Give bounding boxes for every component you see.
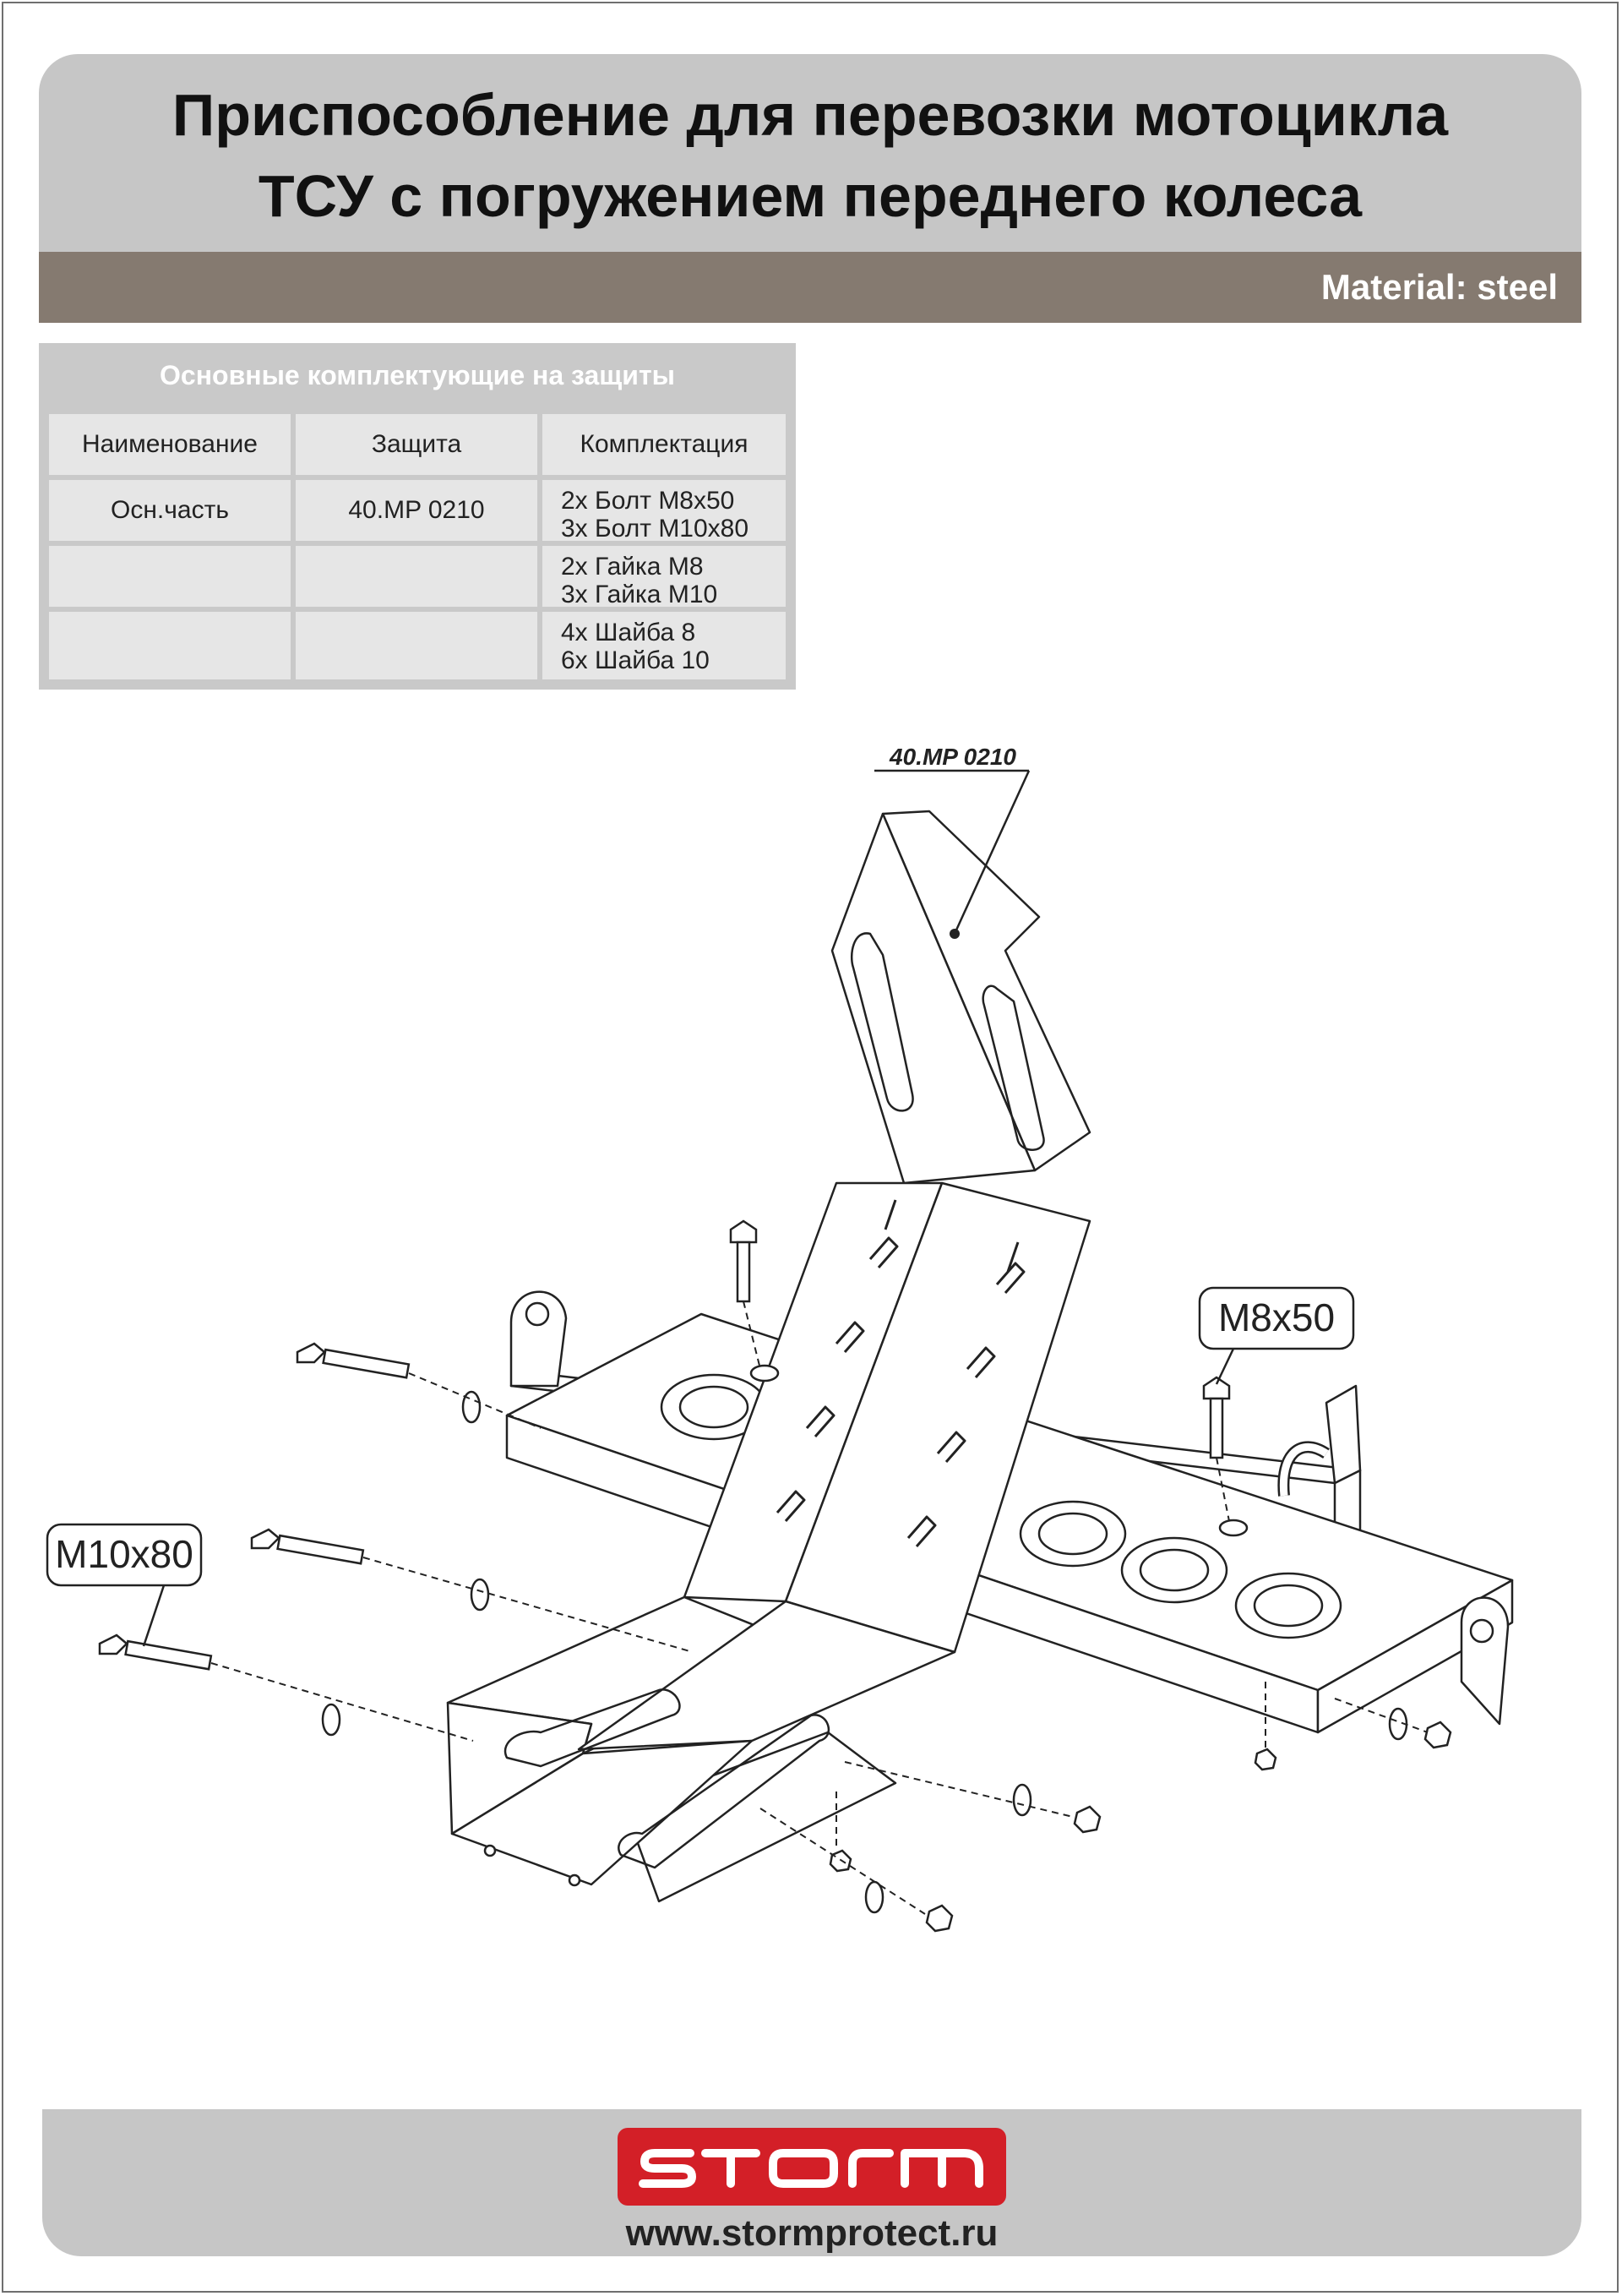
washer-8 <box>749 1364 780 1383</box>
crossbar-hole-4 <box>1234 1572 1342 1639</box>
nut-m10 <box>1423 1721 1452 1749</box>
nut-m10 <box>925 1904 954 1933</box>
kit-table-header-kit: Комплектация <box>542 414 786 475</box>
assembly-lines <box>210 1301 1429 1915</box>
kit-item: 6х Шайба 10 <box>561 646 710 674</box>
kit-table-cell-part <box>296 612 537 679</box>
header-panel <box>39 54 1581 252</box>
kit-table-cell-items: 4х Шайба 8 6х Шайба 10 <box>542 612 786 679</box>
kit-table-cell-name: Осн.часть <box>49 480 291 541</box>
bolt-m8-left <box>729 1219 758 1303</box>
lower-cradle <box>623 1731 897 1903</box>
assembly-drawing: 40.MP 0210 M8x50 M10x80 <box>46 744 1514 1933</box>
title-line-1: Приспособление для перевозки мотоцикла <box>171 82 1449 148</box>
bolt-m10-lower <box>98 1633 213 1671</box>
bolt-m10-upper <box>296 1342 411 1379</box>
kit-item: 3х Болт М10х80 <box>561 515 749 543</box>
part-leader-dot <box>950 929 960 939</box>
kit-table-cell-part: 40.MP 0210 <box>296 480 537 541</box>
kit-item: 3х Гайка М10 <box>561 581 718 608</box>
washer-10 <box>461 1390 482 1424</box>
kit-table-cell-name <box>49 612 291 679</box>
title-line-2: ТСУ с погружением переднего колеса <box>258 163 1363 229</box>
washer-10 <box>864 1880 884 1914</box>
callout-m10 <box>46 1523 203 1647</box>
upper-wheel-plate <box>830 810 1091 1185</box>
washer-10 <box>321 1703 341 1737</box>
bolt-m8-right <box>1202 1376 1231 1459</box>
nut-m10 <box>1073 1805 1102 1834</box>
kit-item: 2х Гайка М8 <box>561 553 704 581</box>
kit-table-cell-items: 2х Болт М8х50 3х Болт М10х80 <box>542 480 786 543</box>
crossbar-hole-3 <box>1120 1536 1228 1604</box>
page-title: Приспособление для перевозки мотоцикла Т… <box>39 74 1581 237</box>
callout-m8 <box>1198 1286 1355 1385</box>
washer-8 <box>1218 1519 1249 1537</box>
kit-table-cell-part <box>296 546 537 607</box>
kit-item: 4х Шайба 8 <box>561 619 696 646</box>
storm-logo <box>618 2128 1006 2206</box>
callout-m8-label: M8x50 <box>1218 1295 1335 1339</box>
kit-table-cell-name <box>49 546 291 607</box>
left-mount-ear <box>509 1290 568 1388</box>
kit-table-header-name: Наименование <box>49 414 291 475</box>
washer-10 <box>470 1578 490 1612</box>
storm-logo-mark <box>639 2149 983 2188</box>
crossbar-hole-2 <box>1019 1500 1127 1568</box>
bolt-m10-middle <box>250 1528 365 1565</box>
website-url[interactable]: www.stormprotect.ru <box>625 2212 999 2254</box>
part-leader <box>874 769 1031 935</box>
washer-10 <box>1012 1783 1032 1817</box>
material-label: Material: steel <box>1320 267 1558 307</box>
callout-m10-label: M10x80 <box>55 1532 193 1576</box>
material-band: Material: steel <box>39 252 1581 323</box>
right-mount-ear <box>1460 1596 1510 1726</box>
nut-m8 <box>1254 1748 1277 1771</box>
kit-item: 2х Болт М8х50 <box>561 487 735 515</box>
lower-wheel-plate <box>446 1595 956 1887</box>
kit-table-cell-items: 2х Гайка М8 3х Гайка М10 <box>542 546 786 608</box>
part-number-label: 40.MP 0210 <box>889 744 1016 770</box>
kit-table-header-part: Защита <box>296 414 537 475</box>
kit-table: Основные комплектующие на защиты Наимено… <box>39 343 796 690</box>
kit-table-caption: Основные комплектующие на защиты <box>160 360 675 390</box>
